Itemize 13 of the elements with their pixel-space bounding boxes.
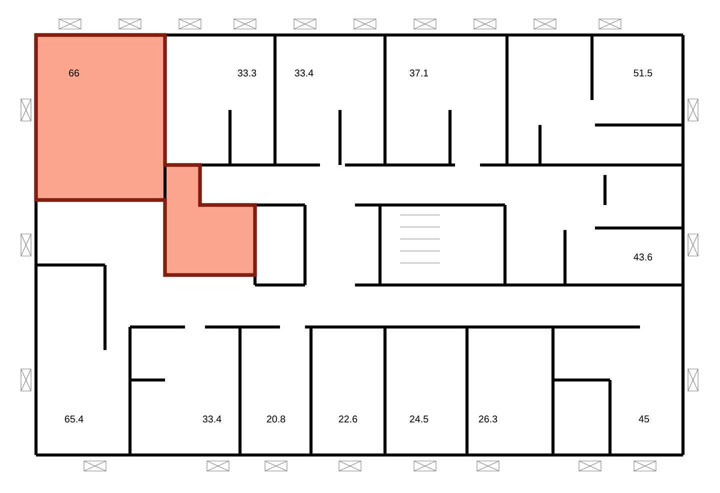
- area-label: 22.6: [338, 416, 358, 422]
- area-label: 51.5: [634, 70, 652, 76]
- area-label: 33.4: [294, 70, 314, 76]
- area-label: 33.4: [202, 416, 222, 422]
- area-label: 33.3: [238, 70, 256, 76]
- area-label: 66: [69, 70, 80, 76]
- area-label: 24.5: [410, 416, 428, 422]
- area-label: 37.1: [410, 70, 428, 76]
- area-label: 43.6: [634, 254, 652, 260]
- area-label: 65.4: [64, 416, 84, 422]
- area-label: 20.8: [266, 416, 286, 422]
- area-label: 45: [638, 416, 650, 422]
- area-label: 26.3: [478, 416, 498, 422]
